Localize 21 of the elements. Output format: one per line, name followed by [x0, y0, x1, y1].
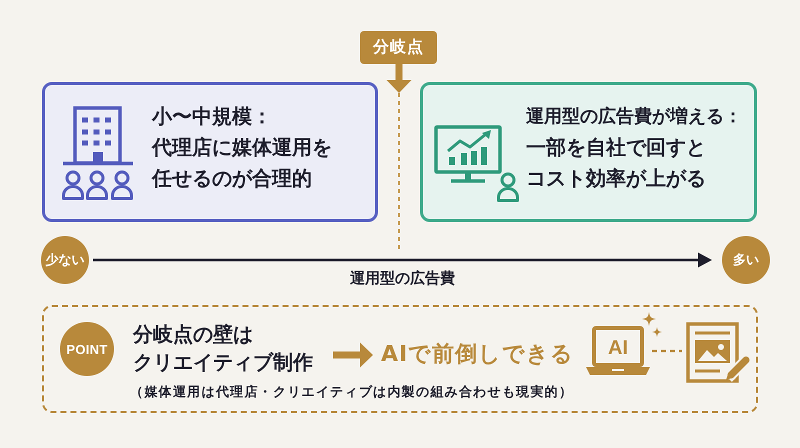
note-text: （媒体運用は代理店・クリエイティブは内製の組み合わせも現実的） — [130, 384, 574, 402]
card-heading: 運用型の広告費が増える： — [526, 105, 742, 129]
arrow — [93, 252, 712, 268]
branch-point-tag: 分岐点 — [360, 31, 437, 64]
document-image-icon — [686, 322, 750, 384]
info-card — [42, 82, 378, 222]
axis-label: 運用型の広告費 — [347, 269, 458, 287]
scale-end-badge: 多い — [722, 236, 770, 284]
arrow — [386, 64, 412, 93]
arrow — [333, 342, 373, 368]
card-heading: 小〜中規模： — [152, 103, 272, 130]
connector-line — [652, 350, 682, 352]
scale-end-badge: 少ない — [41, 236, 89, 284]
info-card — [420, 82, 757, 222]
point-headline: 分岐点の壁は クリエイティブ制作 — [133, 320, 313, 376]
point-panel — [42, 305, 758, 413]
point-badge: POINT — [60, 322, 114, 376]
card-body: 代理店に媒体運用を任せるのが合理的 — [152, 134, 333, 192]
ai-headline: AIで前倒しできる — [381, 341, 574, 369]
dashed-guide-line — [398, 93, 400, 251]
card-body: 一部を自社で回すとコスト効率が上がる — [526, 134, 707, 192]
